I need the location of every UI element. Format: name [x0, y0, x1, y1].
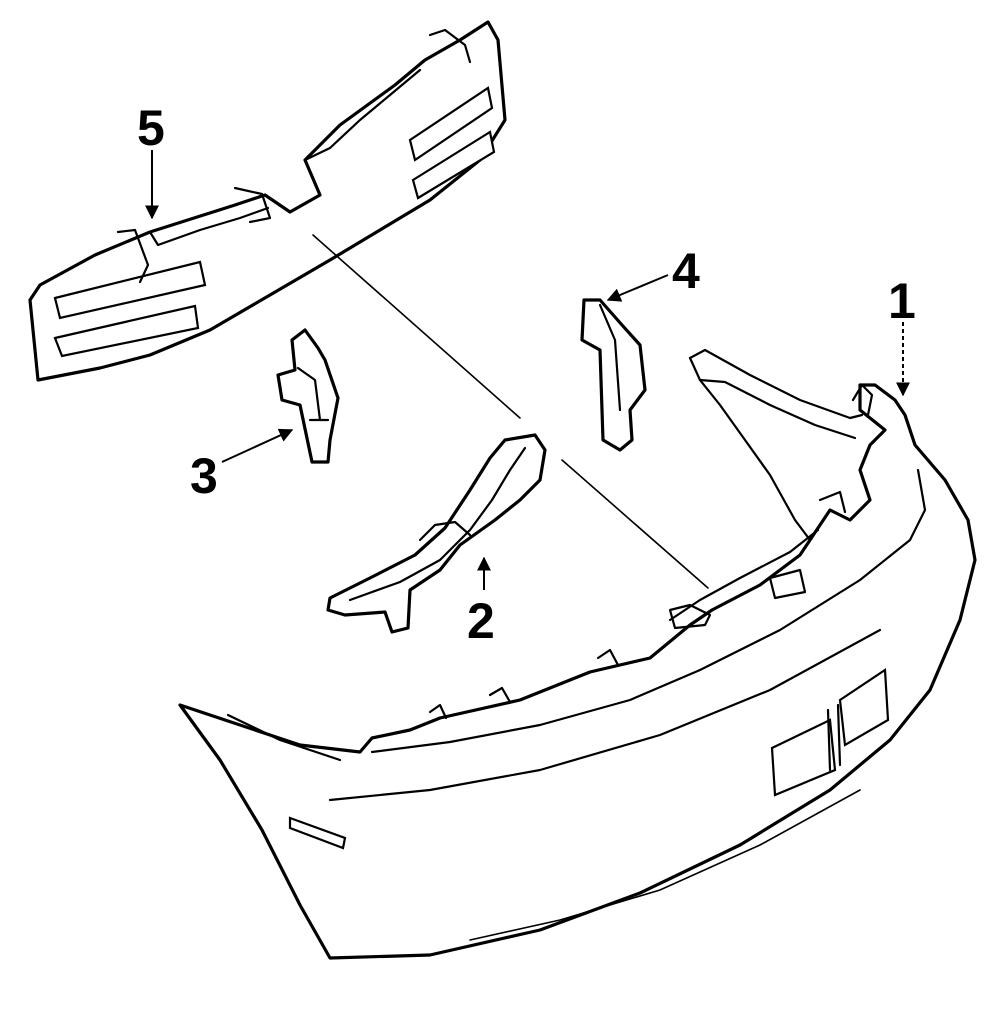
leader-4 [606, 274, 669, 302]
leader-3 [221, 428, 294, 463]
callout-3: 3 [190, 448, 218, 504]
part-4-bracket [580, 298, 647, 452]
callout-2: 2 [467, 593, 495, 649]
alignment-line [312, 234, 709, 589]
part-3-bracket [276, 328, 340, 464]
callout-4: 4 [672, 243, 700, 299]
part-5-energy-absorber [28, 20, 507, 382]
part-1-bumper-cover [178, 348, 977, 960]
part-2-reinforcement [326, 433, 547, 634]
callout-leaders [145, 150, 910, 590]
callout-1: 1 [888, 273, 916, 329]
callout-5: 5 [137, 100, 165, 156]
